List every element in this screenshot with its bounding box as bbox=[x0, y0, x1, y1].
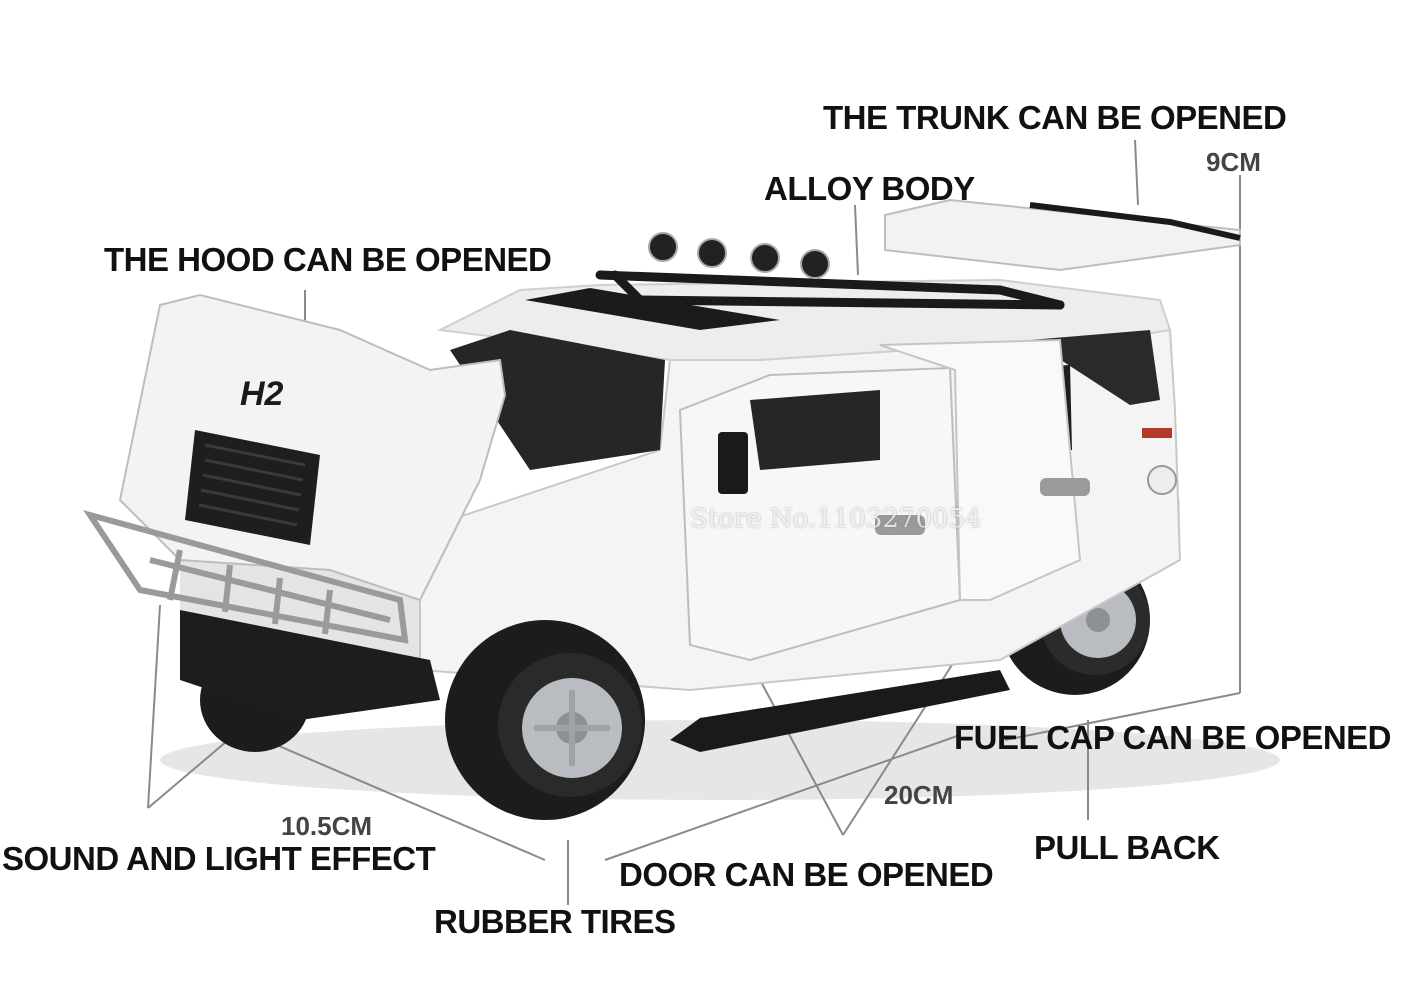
dimension-length: 20CM bbox=[884, 780, 954, 810]
front-wheel bbox=[445, 620, 645, 820]
label-rubber-tires: RUBBER TIRES bbox=[434, 903, 676, 940]
brush-guard bbox=[83, 509, 409, 644]
store-watermark: Store No.1103270054 bbox=[690, 504, 982, 534]
label-sound-light: SOUND AND LIGHT EFFECT bbox=[2, 840, 436, 877]
dimension-height: 9CM bbox=[1206, 147, 1261, 177]
roof-rack bbox=[595, 270, 1065, 310]
open-hood: H2 bbox=[118, 293, 507, 602]
label-pull-back: PULL BACK bbox=[1034, 829, 1220, 866]
label-trunk: THE TRUNK CAN BE OPENED bbox=[823, 99, 1287, 136]
leader-lines bbox=[147, 139, 1241, 905]
car-body bbox=[180, 278, 1182, 752]
label-alloy-body: ALLOY BODY bbox=[764, 170, 975, 207]
trunk-lid bbox=[884, 198, 1241, 272]
label-fuel-cap: FUEL CAP CAN BE OPENED bbox=[954, 719, 1392, 756]
roof-lights bbox=[648, 232, 830, 279]
hood-badge: H2 bbox=[240, 375, 284, 413]
label-hood: THE HOOD CAN BE OPENED bbox=[104, 241, 552, 278]
dimension-width: 10.5CM bbox=[281, 811, 373, 841]
ground-shadow bbox=[160, 720, 1280, 800]
label-door: DOOR CAN BE OPENED bbox=[619, 856, 994, 893]
